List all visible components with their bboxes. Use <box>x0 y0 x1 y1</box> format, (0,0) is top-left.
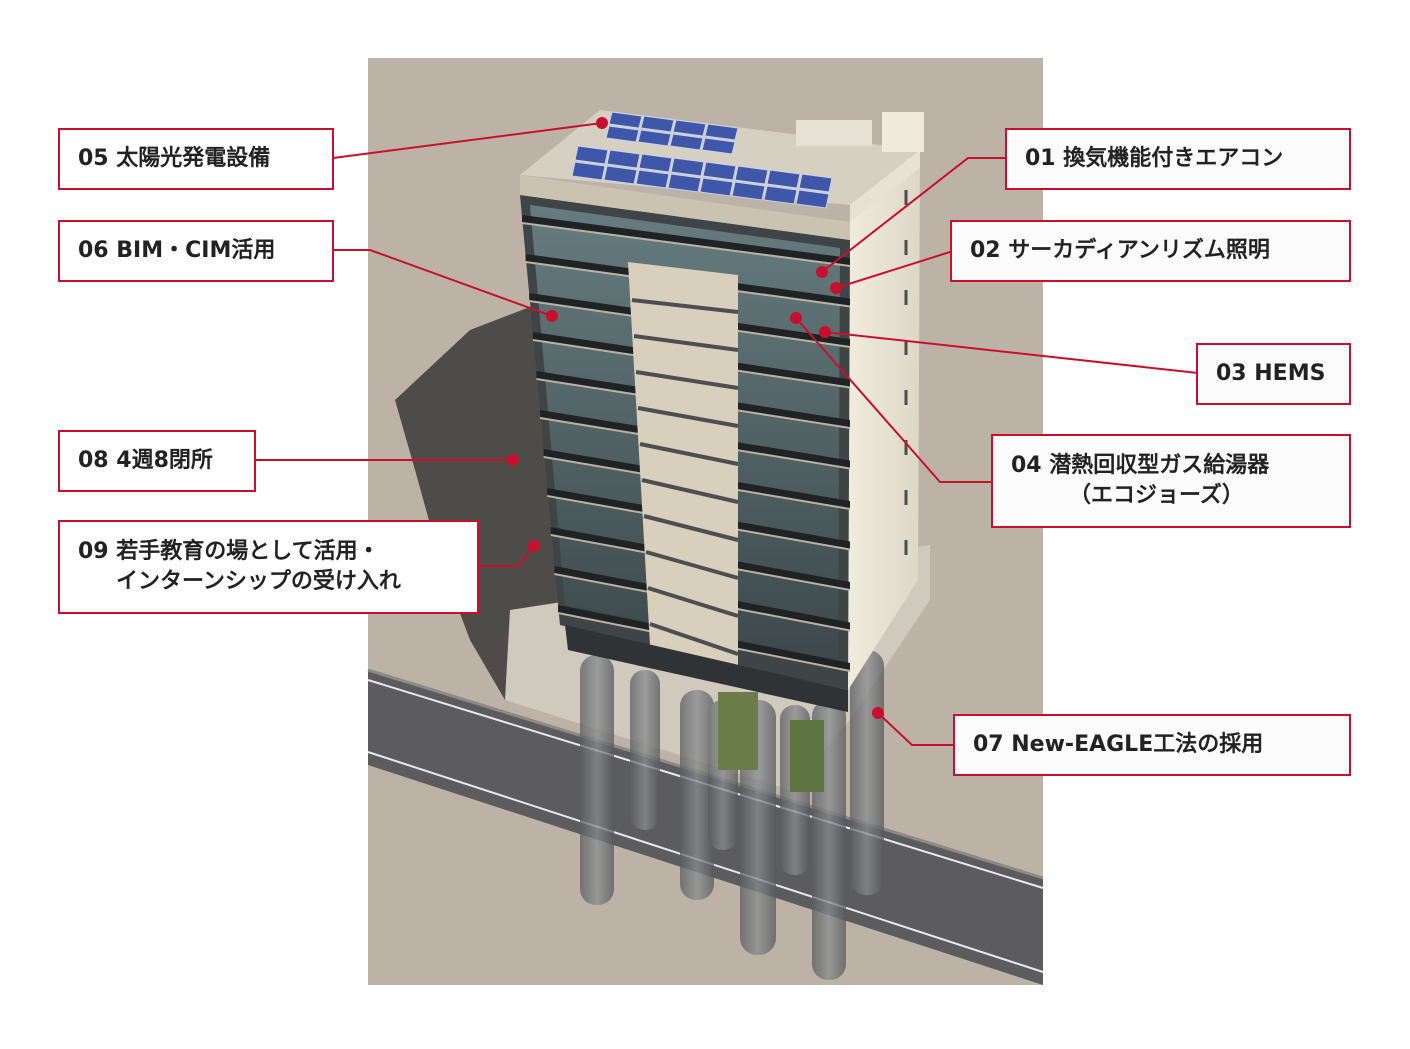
callout-09: 09 若手教育の場として活用・ インターンシップの受け入れ <box>58 520 479 614</box>
solar-cell <box>766 169 801 189</box>
solar-cell <box>605 125 640 143</box>
dot-04 <box>790 312 802 324</box>
solar-panels <box>571 111 833 209</box>
panel-seam <box>641 478 739 504</box>
dot-08 <box>507 454 519 466</box>
dot-01 <box>816 266 828 278</box>
leader-05 <box>332 122 603 159</box>
callout-04-line2: （エコジョーズ） <box>1069 483 1244 508</box>
solar-cell <box>798 173 833 193</box>
leader-06 <box>333 249 553 317</box>
ground-floor-base <box>565 625 848 712</box>
callout-09-line1: 09 若手教育の場として活用・ <box>78 539 380 564</box>
callout-09-line2: インターンシップの受け入れ <box>116 569 401 594</box>
callout-04: 04 潜熱回収型ガス給湯器 （エコジョーズ） <box>991 434 1351 528</box>
callout-01: 01 換気機能付きエアコン <box>1005 128 1351 190</box>
solar-cell <box>702 161 737 181</box>
leader-01 <box>821 157 1005 273</box>
callout-01-text: 01 換気機能付きエアコン <box>1025 146 1284 171</box>
leader-02 <box>835 251 951 289</box>
building-shadow <box>395 300 560 700</box>
solar-cell <box>635 169 670 189</box>
panel-seam <box>643 514 739 542</box>
panel-lines <box>631 298 739 656</box>
pile <box>680 690 714 900</box>
panel-seam <box>645 550 739 580</box>
callout-07-text: 07 New-EAGLE工法の採用 <box>973 732 1264 757</box>
callout-06: 06 BIM・CIM活用 <box>58 220 334 282</box>
panel-seam <box>631 298 739 314</box>
callout-08: 08 4週8閉所 <box>58 430 256 492</box>
leader-04 <box>795 317 992 483</box>
callout-04-line1: 04 潜熱回収型ガス給湯器 <box>1011 453 1270 478</box>
solar-cell <box>670 157 705 177</box>
solar-cell <box>667 173 702 193</box>
callout-05: 05 太陽光発電設備 <box>58 128 334 190</box>
callout-05-text: 05 太陽光発電設備 <box>78 146 271 171</box>
callout-02-text: 02 サーカディアンリズム照明 <box>970 238 1270 263</box>
solar-cell <box>704 123 739 141</box>
leader-07 <box>877 712 955 746</box>
solar-cell <box>701 137 736 155</box>
planter <box>790 720 824 792</box>
pile <box>850 650 884 895</box>
rooftop-unit <box>796 120 872 146</box>
panel-seam <box>649 622 739 656</box>
callout-06-text: 06 BIM・CIM活用 <box>78 238 276 263</box>
dot-02 <box>830 282 842 294</box>
solar-cell <box>763 185 798 205</box>
panel-seam <box>635 370 739 390</box>
solar-cell <box>795 189 830 209</box>
callout-08-text: 08 4週8閉所 <box>78 448 213 473</box>
pile <box>580 655 614 905</box>
callout-07: 07 New-EAGLE工法の採用 <box>953 714 1351 776</box>
panel-seam <box>637 406 739 428</box>
solar-cell <box>574 145 609 165</box>
leader-dots <box>507 117 884 719</box>
solar-cell <box>606 149 641 169</box>
balcony-edge <box>522 222 850 267</box>
dot-07 <box>872 707 884 719</box>
dot-09 <box>528 540 540 552</box>
planter <box>718 692 758 770</box>
solar-cell <box>640 115 675 133</box>
solar-cell <box>571 161 606 181</box>
building-side-face <box>848 150 920 690</box>
leader-09 <box>478 545 535 567</box>
dot-06 <box>546 310 558 322</box>
rooftop-tower <box>882 112 924 152</box>
solar-cell <box>603 165 638 185</box>
pile <box>630 670 660 830</box>
solar-cell <box>637 129 672 147</box>
panel-seam <box>639 442 739 466</box>
leader-lines <box>255 122 1199 746</box>
dot-03 <box>819 326 831 338</box>
solar-cell <box>669 133 704 151</box>
balcony-slab <box>522 215 850 265</box>
panel-seam <box>647 586 739 618</box>
foundation-piles <box>580 650 884 980</box>
callout-02: 02 サーカディアンリズム照明 <box>950 220 1351 282</box>
solar-cell <box>699 177 734 197</box>
solar-cell <box>731 181 766 201</box>
facade-panel-column <box>628 262 738 665</box>
callout-03: 03 HEMS <box>1196 343 1351 405</box>
roof-edge <box>520 175 850 240</box>
dot-05 <box>596 117 608 129</box>
leader-03 <box>824 331 1199 374</box>
solar-cell <box>672 119 707 137</box>
callout-03-text: 03 HEMS <box>1216 361 1326 386</box>
solar-cell <box>638 153 673 173</box>
panel-seam <box>633 334 739 352</box>
roof-side-edge <box>850 150 920 222</box>
solar-cell <box>608 111 643 129</box>
solar-cell <box>734 165 769 185</box>
